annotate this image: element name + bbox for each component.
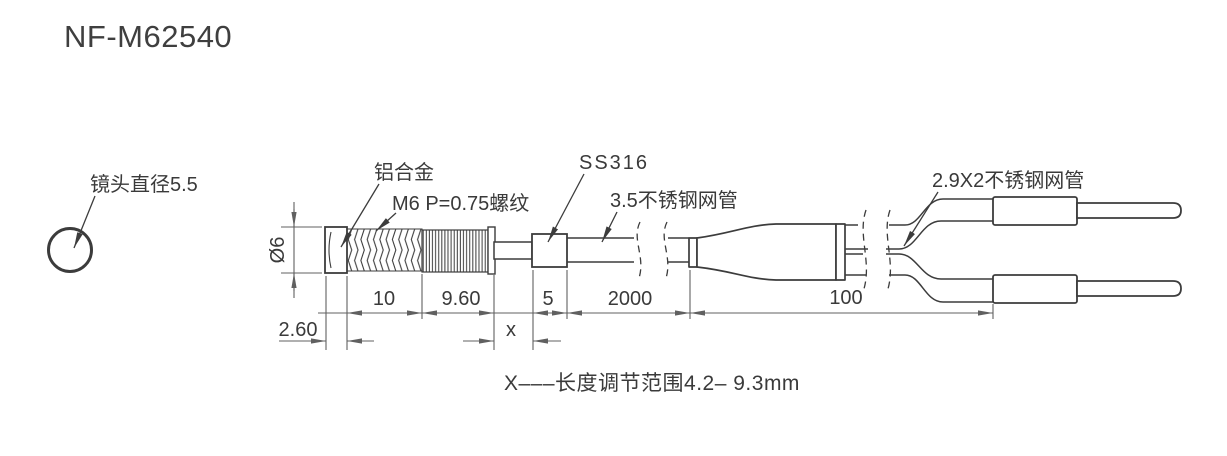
- leader-mesh-tube: [601, 211, 618, 243]
- leader-lines: [73, 173, 939, 249]
- leader-thread: [375, 212, 397, 232]
- upper-branch-tip: [1076, 202, 1182, 219]
- leader-twin-mesh-tube: [903, 191, 939, 247]
- lens-front-view: [47, 227, 93, 273]
- label-aluminum-alloy: 铝合金: [374, 161, 434, 184]
- lower-branch-sleeve: [992, 274, 1078, 304]
- break-symbol-main: [636, 221, 669, 282]
- leader-aluminum: [340, 183, 380, 248]
- leader-lens: [73, 195, 96, 249]
- sensor-head: [324, 226, 348, 274]
- dim-value-block: 5: [542, 288, 553, 310]
- lower-branch-tip: [1076, 280, 1182, 297]
- label-twin-mesh-tube: 2.9X2不锈钢网管: [932, 169, 1084, 192]
- page-title: NF-M62540: [64, 19, 232, 54]
- dim-value-adjustable: x: [506, 319, 516, 341]
- dim-value-head: 2.60: [279, 319, 318, 341]
- dim-value-thread: 10: [373, 288, 395, 310]
- label-steel-grade: SS316: [579, 152, 649, 174]
- label-thread-spec: M6 P=0.75螺纹: [392, 192, 529, 215]
- thread-section: [346, 228, 423, 272]
- dimension-values: Ø6 2.60 10 9.60 x 5 2000 100: [267, 237, 863, 341]
- y-splitter: [688, 223, 846, 281]
- extension-lines: [325, 270, 994, 350]
- adjustable-tube: [493, 241, 533, 260]
- dim-value-diameter: Ø6: [267, 237, 289, 264]
- dim-value-cable: 2000: [608, 288, 653, 310]
- leader-ss316: [547, 173, 585, 243]
- dim-value-knurl: 9.60: [442, 288, 481, 310]
- label-lens-diameter: 镜头直径5.5: [90, 173, 198, 196]
- mesh-tube: [567, 237, 689, 263]
- branch-curves: [886, 198, 993, 303]
- sensor-assembly: [47, 196, 1182, 304]
- upper-branch-end: [992, 196, 1182, 226]
- callout-labels: 镜头直径5.5 铝合金 M6 P=0.75螺纹 SS316 3.5不锈钢网管 2…: [90, 152, 1084, 215]
- knurl-section: [421, 226, 496, 275]
- dim-value-branch: 100: [829, 287, 862, 309]
- twin-cable: [845, 224, 868, 276]
- break-symbol-branch: [862, 209, 892, 293]
- label-mesh-tube: 3.5不锈钢网管: [610, 189, 738, 212]
- upper-branch-sleeve: [992, 196, 1078, 226]
- dim-outer-diameter: [281, 202, 322, 298]
- dimension-system: [279, 202, 994, 350]
- adjustment-range-note: X–––长度调节范围4.2– 9.3mm: [504, 372, 800, 395]
- lower-branch-end: [992, 274, 1182, 304]
